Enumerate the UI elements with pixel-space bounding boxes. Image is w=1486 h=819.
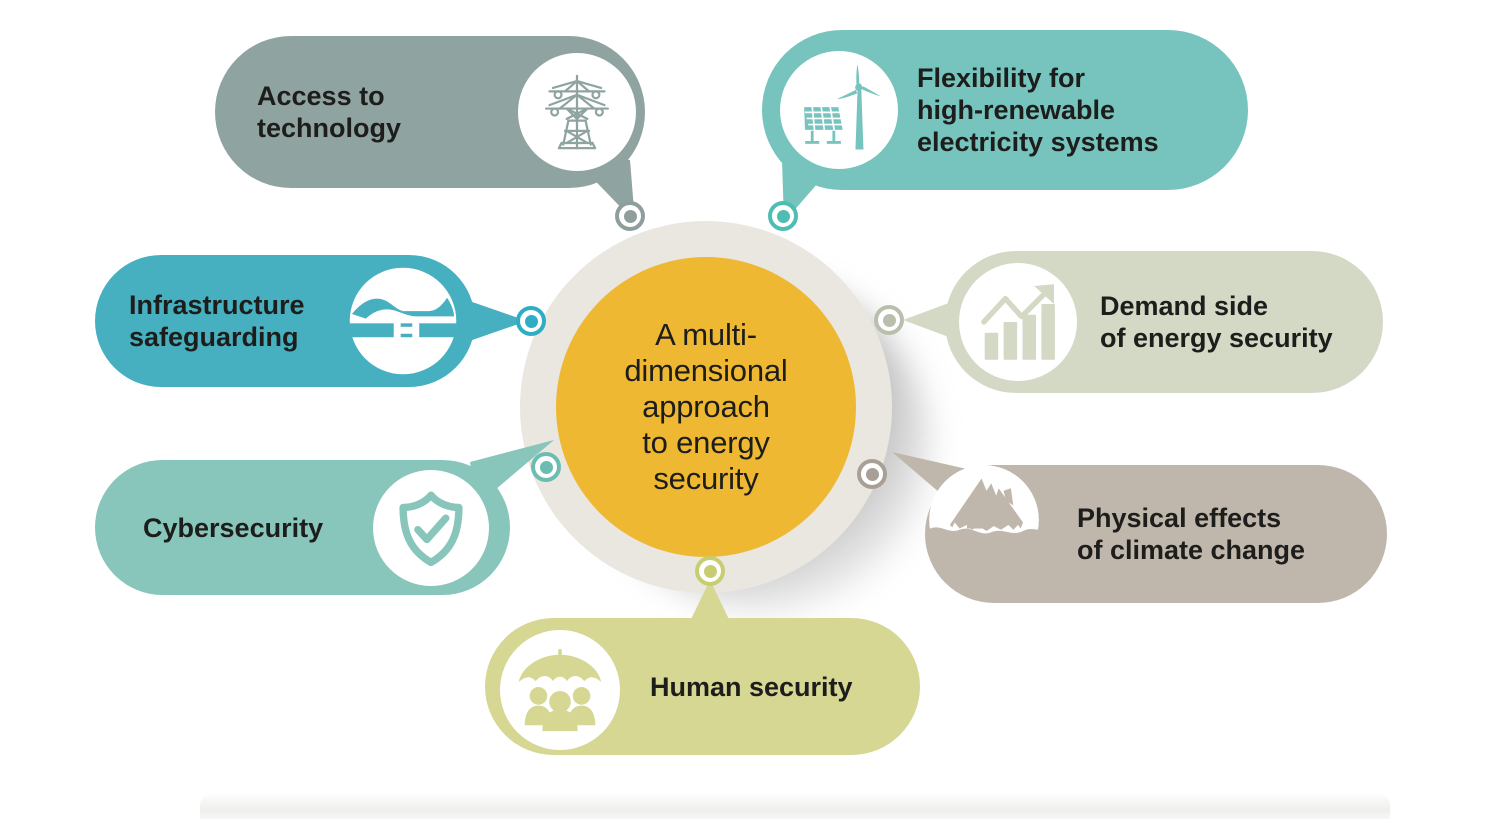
node-label-cybersecurity: Cybersecurity bbox=[143, 512, 324, 543]
connector-dot-cybersecurity[interactable] bbox=[531, 452, 561, 482]
node-human-security[interactable]: Human security bbox=[485, 618, 920, 755]
solar-panel-wind-turbine-icon bbox=[780, 51, 898, 169]
connector-dot-human-security[interactable] bbox=[695, 556, 725, 586]
flooded-house-icon bbox=[923, 459, 1045, 581]
shield-check-icon bbox=[373, 470, 489, 586]
connector-dot-infrastructure-safeguarding[interactable] bbox=[516, 306, 546, 336]
growth-bar-chart-arrow-icon bbox=[959, 263, 1077, 381]
node-label-access-to-technology: Access to technology bbox=[257, 81, 402, 143]
node-label-demand-side: Demand side of energy security bbox=[1100, 291, 1333, 353]
hand-protecting-pipeline-icon bbox=[345, 263, 461, 379]
bottom-background-band bbox=[200, 792, 1390, 819]
node-label-human-security: Human security bbox=[650, 671, 853, 702]
center-hub[interactable]: A multi- dimensional approach to energy … bbox=[556, 257, 856, 557]
node-flexibility-renewables[interactable]: Flexibility for high-renewable electrici… bbox=[762, 30, 1248, 190]
connector-dot-access-to-technology[interactable] bbox=[615, 201, 645, 231]
node-label-infrastructure-safeguarding: Infrastructure safeguarding bbox=[129, 290, 305, 352]
transmission-tower-icon bbox=[518, 53, 636, 171]
node-physical-effects-climate[interactable]: Physical effects of climate change bbox=[925, 465, 1387, 603]
node-access-to-technology[interactable]: Access to technology bbox=[215, 36, 645, 188]
umbrella-over-people-icon bbox=[500, 630, 620, 750]
node-cybersecurity[interactable]: Cybersecurity bbox=[95, 460, 510, 595]
node-demand-side[interactable]: Demand side of energy security bbox=[945, 251, 1383, 393]
connector-dot-flexibility-renewables[interactable] bbox=[768, 201, 798, 231]
connector-dot-demand-side[interactable] bbox=[874, 305, 904, 335]
node-infrastructure-safeguarding[interactable]: Infrastructure safeguarding bbox=[95, 255, 475, 387]
node-label-physical-effects-climate: Physical effects of climate change bbox=[1077, 503, 1306, 565]
node-label-flexibility-renewables: Flexibility for high-renewable electrici… bbox=[917, 63, 1159, 157]
connector-dot-physical-effects-climate[interactable] bbox=[857, 459, 887, 489]
center-hub-label: A multi- dimensional approach to energy … bbox=[624, 317, 788, 496]
